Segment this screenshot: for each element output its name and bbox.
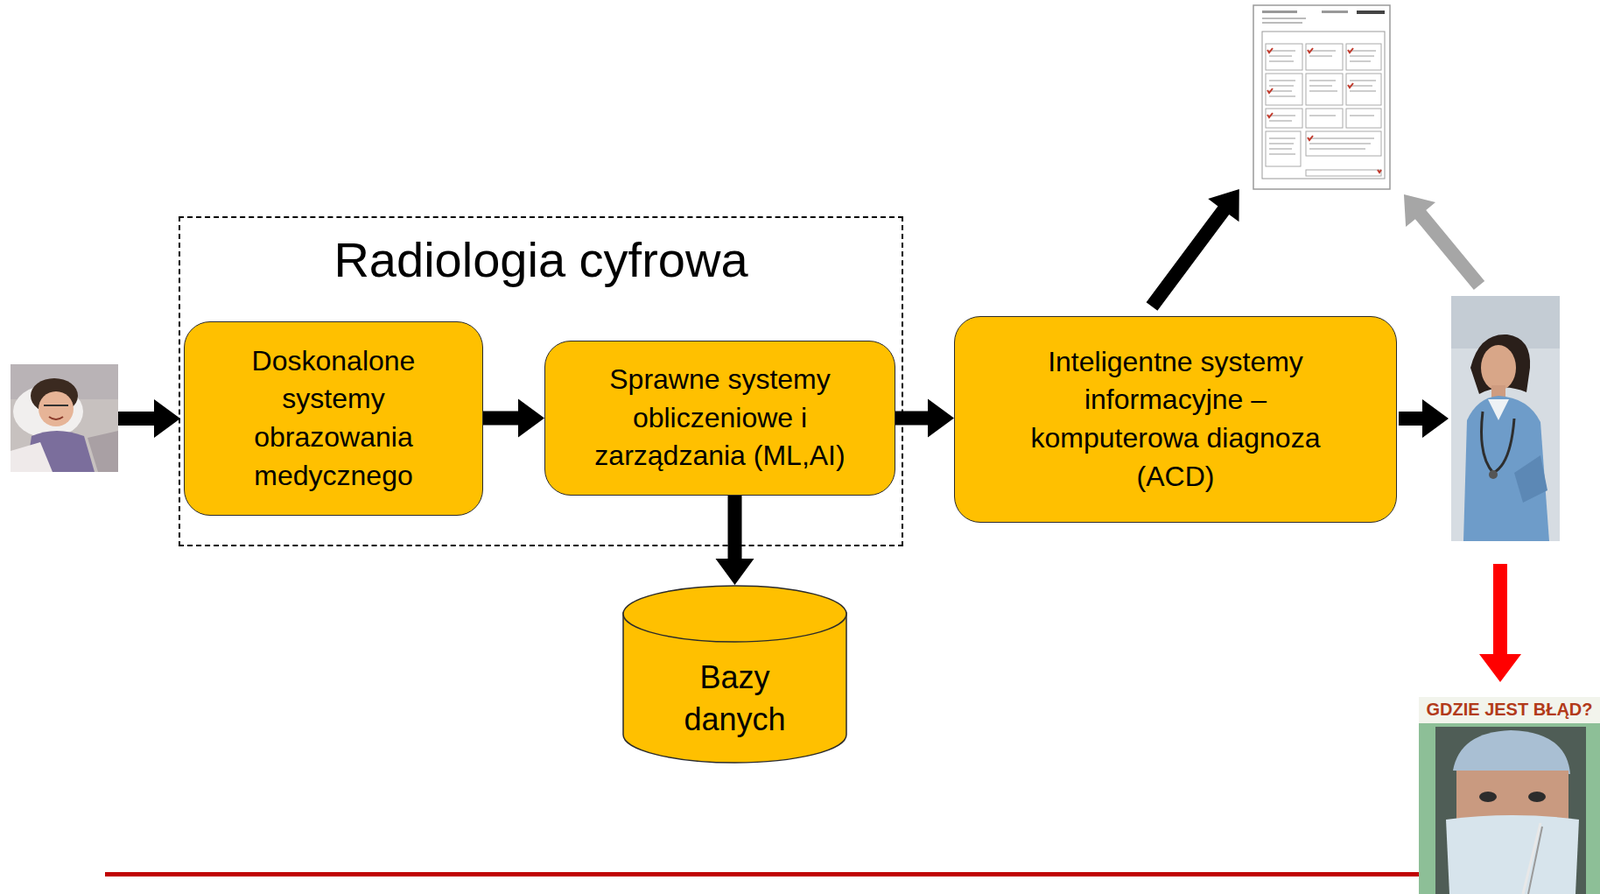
input-arrow: [118, 399, 181, 438]
block-arrow: [483, 399, 545, 438]
error-arrow: [1479, 563, 1522, 682]
process-box: Inteligentne systemy informacyjne – komp…: [954, 315, 1397, 523]
error-picture: [1418, 696, 1600, 894]
patient-photo: [10, 364, 119, 472]
report-arrow-gray: [1389, 182, 1495, 298]
node-text: Inteligentne systemy informacyjne – komp…: [1017, 343, 1334, 496]
block-arrow: [715, 495, 755, 585]
output-arrow: [1398, 399, 1449, 438]
node-text: Doskonalone systemy obrazowania medyczne…: [224, 342, 443, 495]
report-arrow: [1136, 177, 1255, 318]
node-text: Bazy danych: [669, 656, 801, 741]
database-cylinder: Bazy danych: [622, 584, 848, 764]
node-text: Sprawne systemy obliczeniowe i zarządzan…: [589, 360, 852, 476]
region-heading: Radiologia cyfrowa: [180, 230, 902, 289]
process-box: Sprawne systemy obliczeniowe i zarządzan…: [544, 340, 896, 496]
block-arrow: [895, 399, 955, 438]
region-frame: Radiologia cyfrowaDoskonalone systemy ob…: [178, 216, 904, 547]
doctor-photo: [1451, 295, 1560, 541]
report-sheet: [1253, 5, 1390, 190]
database-top: [623, 585, 847, 642]
process-box: Doskonalone systemy obrazowania medyczne…: [183, 321, 484, 516]
footer-rule: [105, 871, 1419, 877]
picture-caption: GDZIE JEST BŁĄD?: [1418, 698, 1600, 720]
